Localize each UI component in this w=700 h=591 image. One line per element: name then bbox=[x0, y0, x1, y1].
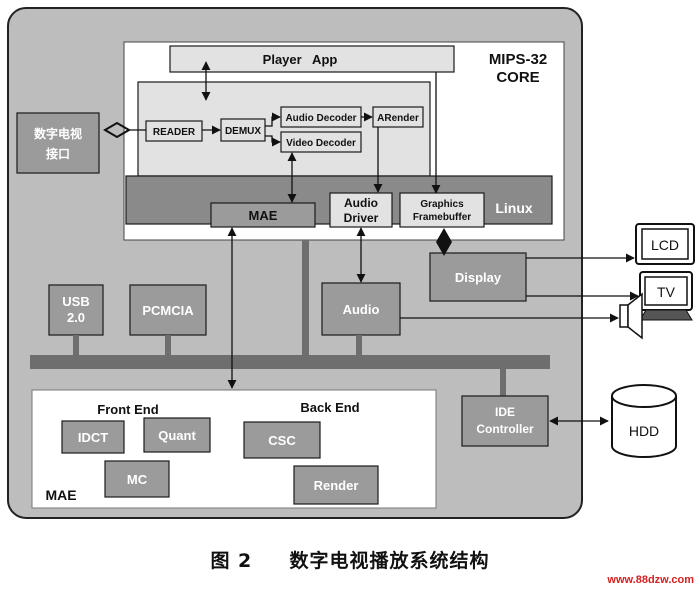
tv-label: TV bbox=[657, 284, 676, 300]
system-bus bbox=[30, 355, 550, 369]
audio-driver-label-2: Driver bbox=[344, 211, 379, 225]
system-architecture-diagram: MIPS-32 CORE Player App READER DEMUX Aud… bbox=[7, 7, 695, 519]
tv-icon: TV bbox=[639, 271, 693, 321]
arender-label: ARender bbox=[377, 113, 419, 124]
mc-label: MC bbox=[127, 472, 148, 487]
linux-label: Linux bbox=[495, 200, 533, 216]
mae-driver-label: MAE bbox=[249, 208, 278, 223]
lcd-monitor-icon: LCD bbox=[635, 223, 695, 265]
ide-controller-box bbox=[461, 395, 549, 447]
lcd-label: LCD bbox=[651, 237, 679, 253]
back-end-label: Back End bbox=[300, 400, 359, 415]
core-bus-connector bbox=[302, 240, 309, 357]
render-label: Render bbox=[314, 478, 359, 493]
video-decoder-box bbox=[280, 131, 362, 153]
pcmcia-box bbox=[129, 284, 207, 336]
hdd-cylinder-icon: HDD bbox=[611, 384, 677, 458]
reader-box bbox=[145, 120, 203, 142]
arrow-demux-audio-decoder bbox=[265, 112, 281, 127]
ide-controller-label-2: Controller bbox=[476, 422, 534, 436]
quant-label: Quant bbox=[158, 428, 196, 443]
figure-caption: 图 2 数字电视播放系统结构 bbox=[0, 546, 700, 573]
speaker-icon bbox=[619, 292, 643, 340]
mc-box bbox=[104, 460, 170, 498]
idct-label: IDCT bbox=[78, 430, 108, 445]
reader-label: READER bbox=[153, 127, 196, 138]
render-box bbox=[293, 465, 379, 505]
dtv-interface-box bbox=[16, 112, 100, 174]
demux-label: DEMUX bbox=[225, 126, 261, 137]
pcmcia-label: PCMCIA bbox=[142, 303, 194, 318]
audio-driver-label-1: Audio bbox=[344, 196, 378, 210]
core-title-line2: CORE bbox=[496, 69, 539, 86]
framebuffer-display-link bbox=[436, 228, 452, 256]
audio-bus-connector bbox=[356, 335, 362, 357]
arrow-demux-video-decoder bbox=[265, 135, 281, 147]
mae-driver-box bbox=[210, 202, 316, 228]
graphics-framebuffer-label-2: Framebuffer bbox=[413, 212, 471, 223]
video-decoder-label: Video Decoder bbox=[286, 138, 356, 149]
graphics-framebuffer-box bbox=[399, 192, 485, 228]
caption-title: 数字电视播放系统结构 bbox=[289, 550, 490, 572]
display-label: Display bbox=[455, 270, 502, 285]
demux-box bbox=[220, 118, 266, 142]
usb-label-2: 2.0 bbox=[67, 310, 85, 325]
audio-decoder-label: Audio Decoder bbox=[285, 113, 356, 124]
csc-label: CSC bbox=[268, 433, 296, 448]
dtv-interface-label-1: 数字电视 bbox=[34, 126, 82, 141]
audio-block-label: Audio bbox=[343, 302, 380, 317]
usb-box bbox=[48, 284, 104, 336]
mae-block-label: MAE bbox=[45, 487, 76, 503]
ide-bus-connector bbox=[500, 368, 506, 396]
watermark-text: www.88dzw.com bbox=[607, 574, 694, 586]
display-box bbox=[429, 252, 527, 302]
usb-bus-connector bbox=[73, 335, 79, 357]
ide-controller-label-1: IDE bbox=[495, 405, 515, 419]
core-title-line1: MIPS-32 bbox=[489, 51, 547, 68]
dtv-interface-label-2: 接口 bbox=[46, 146, 70, 161]
audio-driver-box bbox=[329, 192, 393, 228]
csc-box bbox=[243, 421, 321, 459]
pcmcia-bus-connector bbox=[165, 335, 171, 357]
arender-box bbox=[372, 106, 424, 128]
caption-figure-number: 图 2 bbox=[210, 550, 253, 572]
quant-box bbox=[143, 417, 211, 453]
player-app-box bbox=[169, 45, 455, 73]
audio-block-box bbox=[321, 282, 401, 336]
idct-box bbox=[61, 420, 125, 454]
hdd-label: HDD bbox=[629, 423, 659, 439]
player-app-label: Player App bbox=[263, 52, 338, 67]
usb-label-1: USB bbox=[62, 294, 89, 309]
front-end-label: Front End bbox=[97, 402, 158, 417]
graphics-framebuffer-label-1: Graphics bbox=[420, 199, 464, 210]
